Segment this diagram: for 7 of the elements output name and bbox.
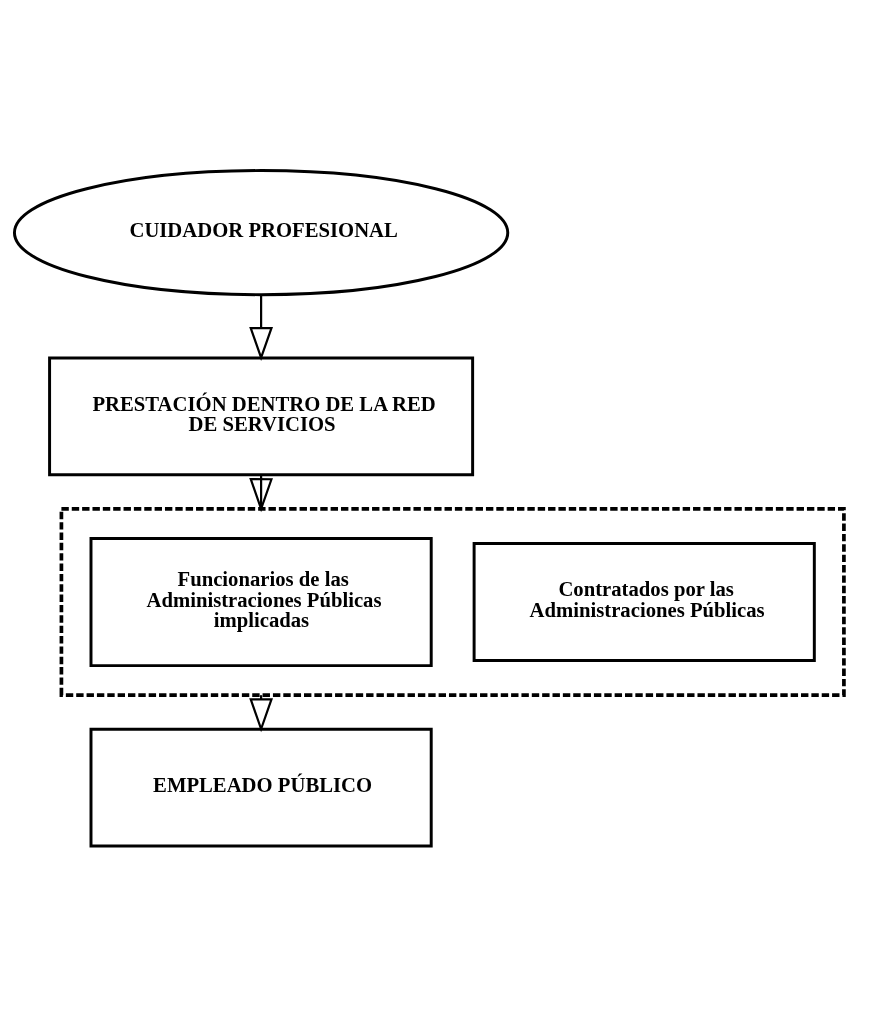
node-box: PRESTACIÓN DENTRO DE LA RED DE SERVICIOS <box>48 356 475 477</box>
node-box: Funcionarios de las Administraciones Públicas implicadas <box>89 536 433 668</box>
arrow <box>249 294 274 362</box>
arrow <box>249 475 274 513</box>
node-ellipse: CUIDADOR PROFESIONAL <box>12 169 510 297</box>
node-box: Contratados por las Administraciones Públicas <box>472 542 816 662</box>
node-box: EMPLEADO PÚBLICO <box>89 727 433 848</box>
